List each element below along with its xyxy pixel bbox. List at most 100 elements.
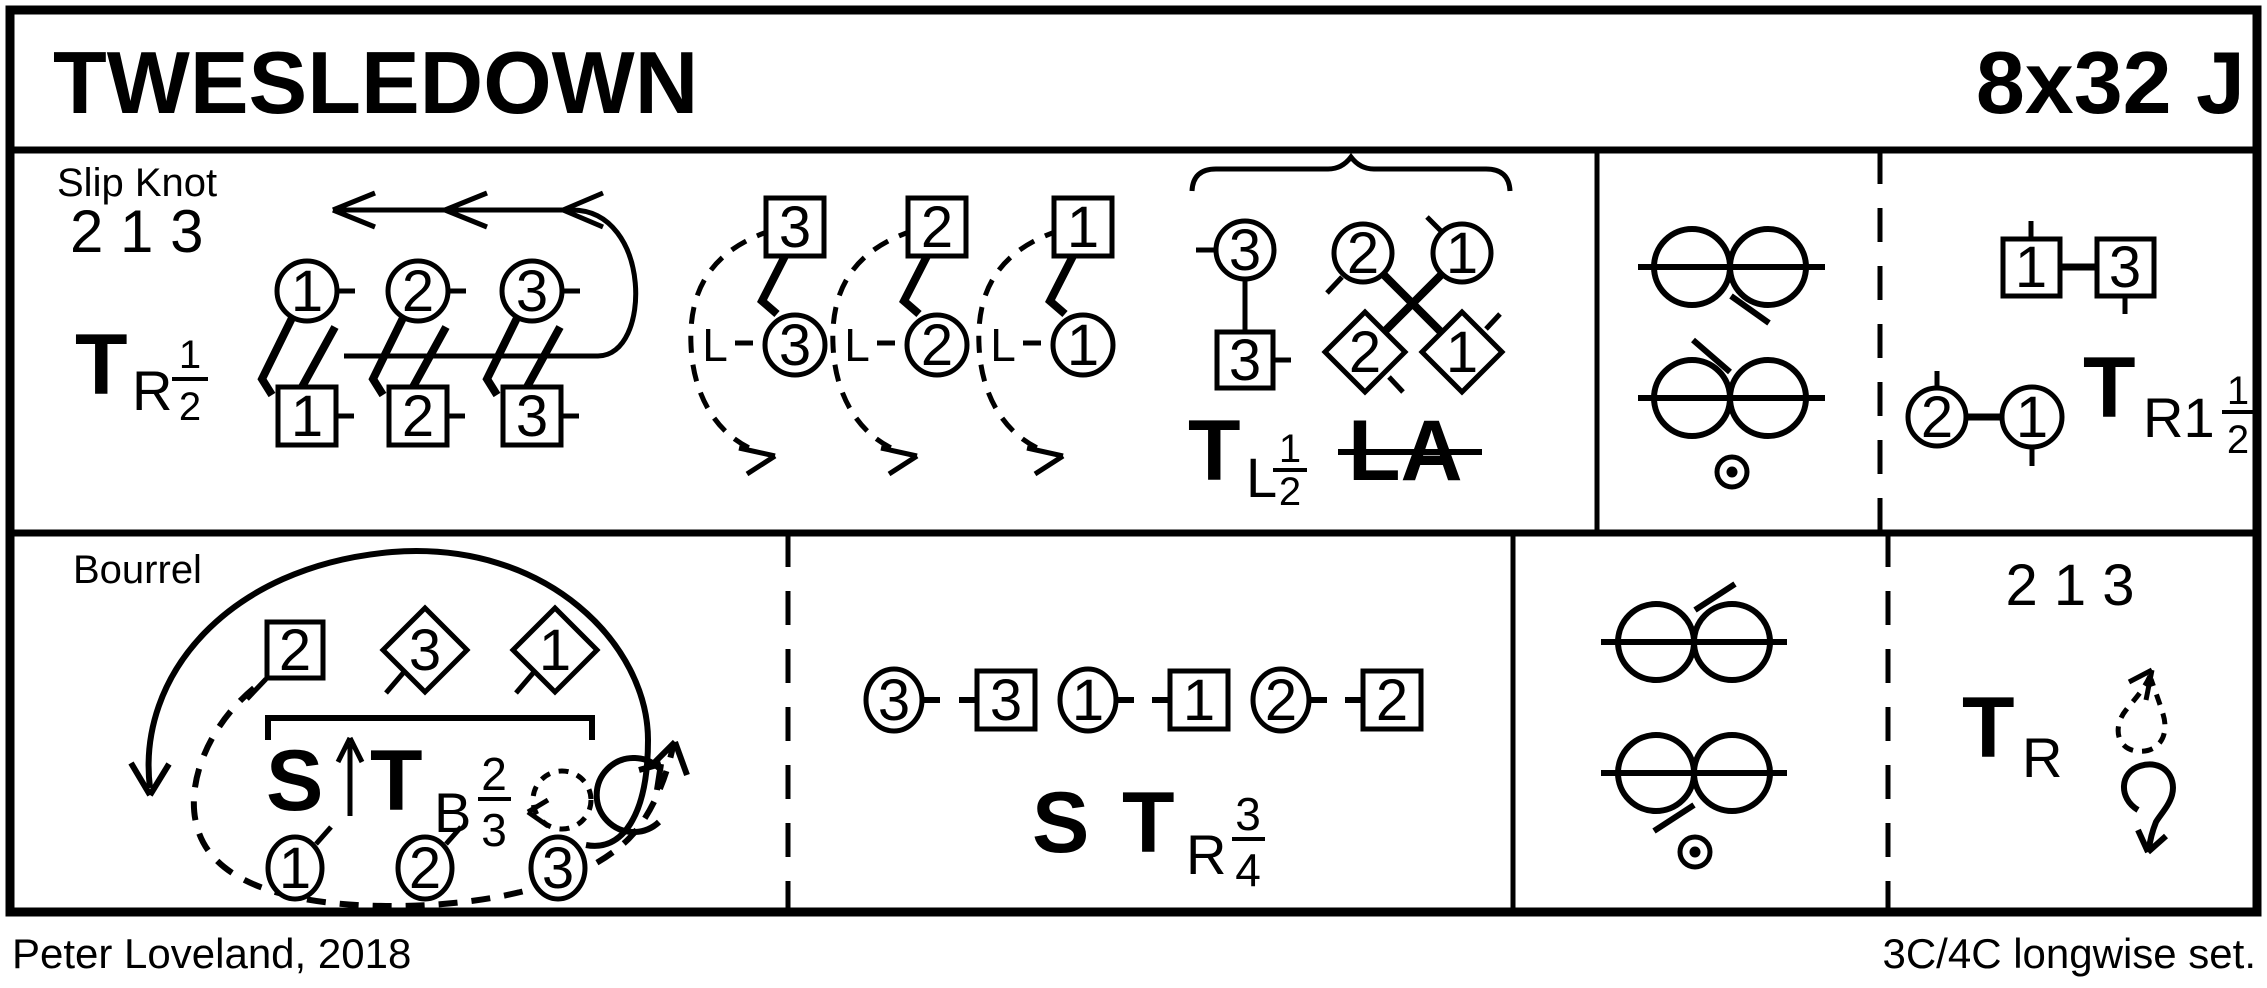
dancer-number: 2 <box>921 195 953 260</box>
dancer-circle <box>499 258 565 324</box>
dancer-diamond <box>1418 308 1506 396</box>
cast-units: 3 L 3 2 L 2 1 <box>688 195 1116 477</box>
turn-hand: R <box>132 359 172 422</box>
cast-arrowhead <box>738 445 777 477</box>
cast-up-loop-dashed-icon <box>2115 667 2168 754</box>
leg <box>444 207 488 230</box>
dancer-number: 2 <box>409 836 441 901</box>
set-turn-both-formula: S T B 2 3 <box>266 733 511 856</box>
dance-meter: 8x32 J <box>1976 33 2245 132</box>
up-arrow-head <box>335 736 365 764</box>
leg <box>654 763 664 791</box>
dancer-square <box>1051 195 1115 259</box>
turn-symbol: T <box>2083 340 2136 436</box>
dancer-number: 2 <box>1921 385 1953 450</box>
set-type: 3C/4C longwise set. <box>1882 930 2256 977</box>
dancer-circle <box>1905 385 1969 449</box>
set-symbol: S <box>266 733 323 829</box>
leg <box>128 761 153 797</box>
turn-right-1half-formula: T R1 1 2 <box>2083 340 2254 462</box>
dancer-square <box>763 195 827 259</box>
wheel-icon <box>1638 337 1825 439</box>
leg <box>347 736 365 764</box>
dancer-circle <box>1050 312 1116 378</box>
dancer-circle <box>528 834 588 902</box>
couple-link <box>899 254 931 318</box>
hand-label: L <box>844 319 870 371</box>
dancer-circle <box>265 834 325 902</box>
dancer-circle <box>385 258 451 324</box>
dancer-number: 3 <box>516 259 548 324</box>
turn-hand: L <box>1246 446 1277 509</box>
dancer-circle <box>1430 221 1494 285</box>
turn-hand: R <box>2022 726 2062 789</box>
leg <box>880 445 918 459</box>
progression-order: 2 1 3 <box>2006 553 2135 618</box>
dancer-square <box>1360 668 1424 732</box>
fraction-denominator: 2 <box>2227 418 2249 462</box>
dancer-number: 2 <box>1347 221 1379 286</box>
arrowhead-down <box>128 761 172 797</box>
cast-down-loop-solid-icon <box>2121 761 2176 855</box>
dancer-number: 1 <box>539 618 571 683</box>
dancer-number: 2 <box>1349 320 1381 385</box>
travel-arc-dashed <box>190 685 676 910</box>
dancer-square <box>905 195 969 259</box>
tail <box>314 825 333 846</box>
arrowhead-left-2 <box>444 190 488 230</box>
cell-set-turn: 3 3 1 1 2 2 S T R 3 4 <box>863 666 1424 896</box>
tail <box>245 677 268 701</box>
tail <box>1387 375 1405 394</box>
braced-group: 3 3 2 1 2 1 T L 1 2 <box>1188 152 1513 514</box>
travel-arrow-icon <box>332 190 639 359</box>
arrowhead-left-1 <box>332 190 376 230</box>
leg <box>887 453 919 477</box>
dancer-number: 1 <box>1067 195 1099 260</box>
cell-wheels-top <box>1638 226 1825 490</box>
dancer-circle <box>762 312 828 378</box>
hand-label: L <box>702 319 728 371</box>
dancer-square <box>1214 329 1276 391</box>
hand-label: L <box>990 319 1016 371</box>
tail <box>514 670 536 695</box>
leg <box>335 736 353 764</box>
leg <box>147 762 172 797</box>
fraction-numerator: 3 <box>1235 788 1261 840</box>
dancer-number: 1 <box>2015 235 2047 300</box>
dancer-number: 2 <box>402 259 434 324</box>
dancer-square <box>264 619 326 681</box>
dancer-number: 3 <box>409 618 441 683</box>
leg <box>332 207 376 230</box>
wheel-icon <box>1601 581 1787 683</box>
dancer-number: 1 <box>291 259 323 324</box>
cross-link <box>1382 272 1444 334</box>
dancer-diamond <box>1321 308 1409 396</box>
brace-icon <box>1189 152 1513 192</box>
leg <box>738 445 776 459</box>
turn-hand: R <box>1186 823 1226 886</box>
arrowhead-up <box>648 739 690 777</box>
dancer-circle <box>1999 384 2065 450</box>
figure-label: Bourrel <box>73 548 202 592</box>
dancer-number: 2 <box>1265 668 1297 733</box>
rotate-cw-solid-icon <box>593 755 664 835</box>
allemande-crossed-out: LA <box>1338 403 1482 499</box>
turn-left-half-formula: T L 1 2 <box>1188 403 1307 514</box>
dancer-number: 3 <box>1229 328 1261 393</box>
leg <box>526 809 550 829</box>
dancer-square <box>974 668 1038 732</box>
cell-bourrel: Bourrel 2 3 1 S <box>73 548 690 910</box>
set-symbol: S <box>1032 775 1089 871</box>
leg <box>2146 833 2168 855</box>
wheel-icon <box>1638 226 1825 326</box>
dancer-number: 3 <box>878 668 910 733</box>
once-round-icon <box>1677 834 1713 870</box>
loop <box>2121 761 2176 850</box>
dot <box>1726 466 1738 478</box>
cast-arc-dashed <box>688 227 774 455</box>
tail <box>384 670 406 695</box>
turn-symbol: T <box>370 733 423 829</box>
leg <box>562 190 604 213</box>
wheel-icon <box>1601 732 1787 834</box>
couple-link <box>1045 254 1077 318</box>
